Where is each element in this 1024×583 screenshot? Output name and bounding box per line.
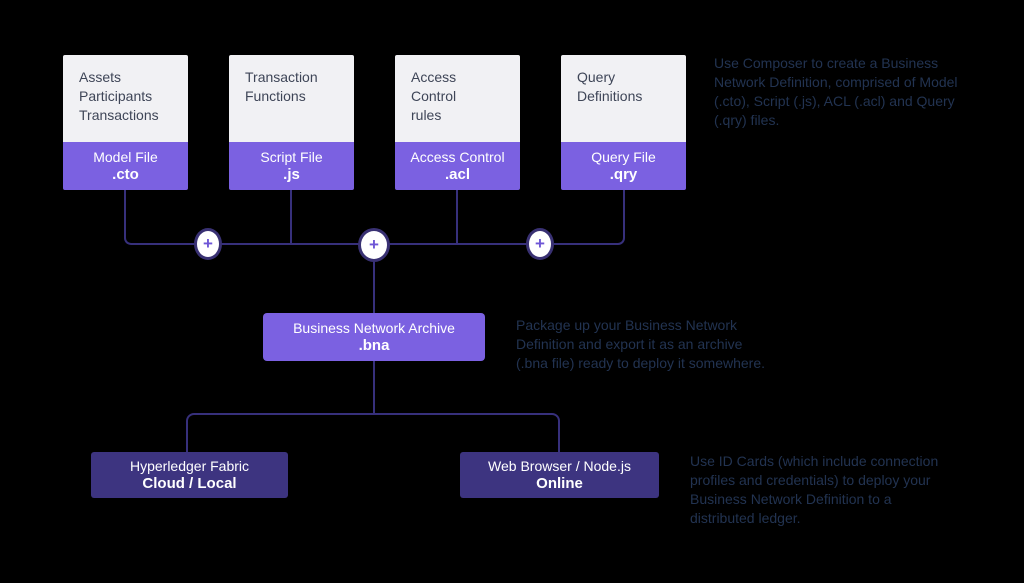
archive-label: Business Network Archive	[293, 320, 455, 336]
annotation-create-definition: Use Composer to create a Business Networ…	[714, 55, 958, 128]
deploy-mode: Cloud / Local	[142, 475, 237, 492]
plus-glyph: +	[203, 233, 213, 253]
card-script-file: Transaction Functions Script File .js	[229, 55, 354, 190]
file-label: Model File	[93, 149, 158, 165]
annotation-package-archive: Package up your Business Network Definit…	[516, 317, 766, 371]
card-contents: Assets Participants Transactions	[63, 55, 188, 142]
plus-icon: +	[194, 228, 222, 260]
deploy-mode: Online	[536, 475, 583, 492]
card-model-file: Assets Participants Transactions Model F…	[63, 55, 188, 190]
annotation-deploy-id-cards: Use ID Cards (which include connection p…	[690, 453, 939, 526]
file-extension: .acl	[444, 166, 471, 183]
connector-bottom-elbow	[186, 413, 560, 452]
file-extension: .cto	[112, 166, 139, 183]
connector-line-acl	[456, 190, 458, 244]
card-file-label: Access Control .acl	[395, 142, 520, 190]
card-file-label: Script File .js	[229, 142, 354, 190]
connector-line-script	[290, 190, 292, 244]
file-extension: .js	[283, 166, 300, 183]
card-file-label: Model File .cto	[63, 142, 188, 190]
deploy-label: Hyperledger Fabric	[129, 458, 250, 474]
deploy-label: Web Browser / Node.js	[488, 458, 631, 474]
plus-glyph: +	[369, 234, 379, 254]
card-contents: Access Control rules	[395, 55, 520, 142]
connector-line-from-archive	[373, 361, 375, 413]
file-label: Access Control	[410, 149, 505, 165]
plus-icon: +	[526, 228, 554, 260]
card-business-network-archive: Business Network Archive .bna	[263, 313, 485, 361]
file-label: Script File	[260, 149, 323, 165]
file-extension: .qry	[609, 166, 638, 183]
plus-glyph: +	[535, 233, 545, 253]
card-query-file: Query Definitions Query File .qry	[561, 55, 686, 190]
plus-icon: +	[358, 228, 390, 262]
file-label: Query File	[591, 149, 656, 165]
card-file-label: Query File .qry	[561, 142, 686, 190]
card-contents: Query Definitions	[561, 55, 686, 142]
card-hyperledger-fabric: Hyperledger Fabric Cloud / Local	[91, 452, 288, 498]
card-web-browser-nodejs: Web Browser / Node.js Online	[460, 452, 659, 498]
archive-file-extension: .bna	[358, 337, 390, 354]
card-access-control: Access Control rules Access Control .acl	[395, 55, 520, 190]
connector-line-to-archive	[373, 244, 375, 313]
card-contents: Transaction Functions	[229, 55, 354, 142]
